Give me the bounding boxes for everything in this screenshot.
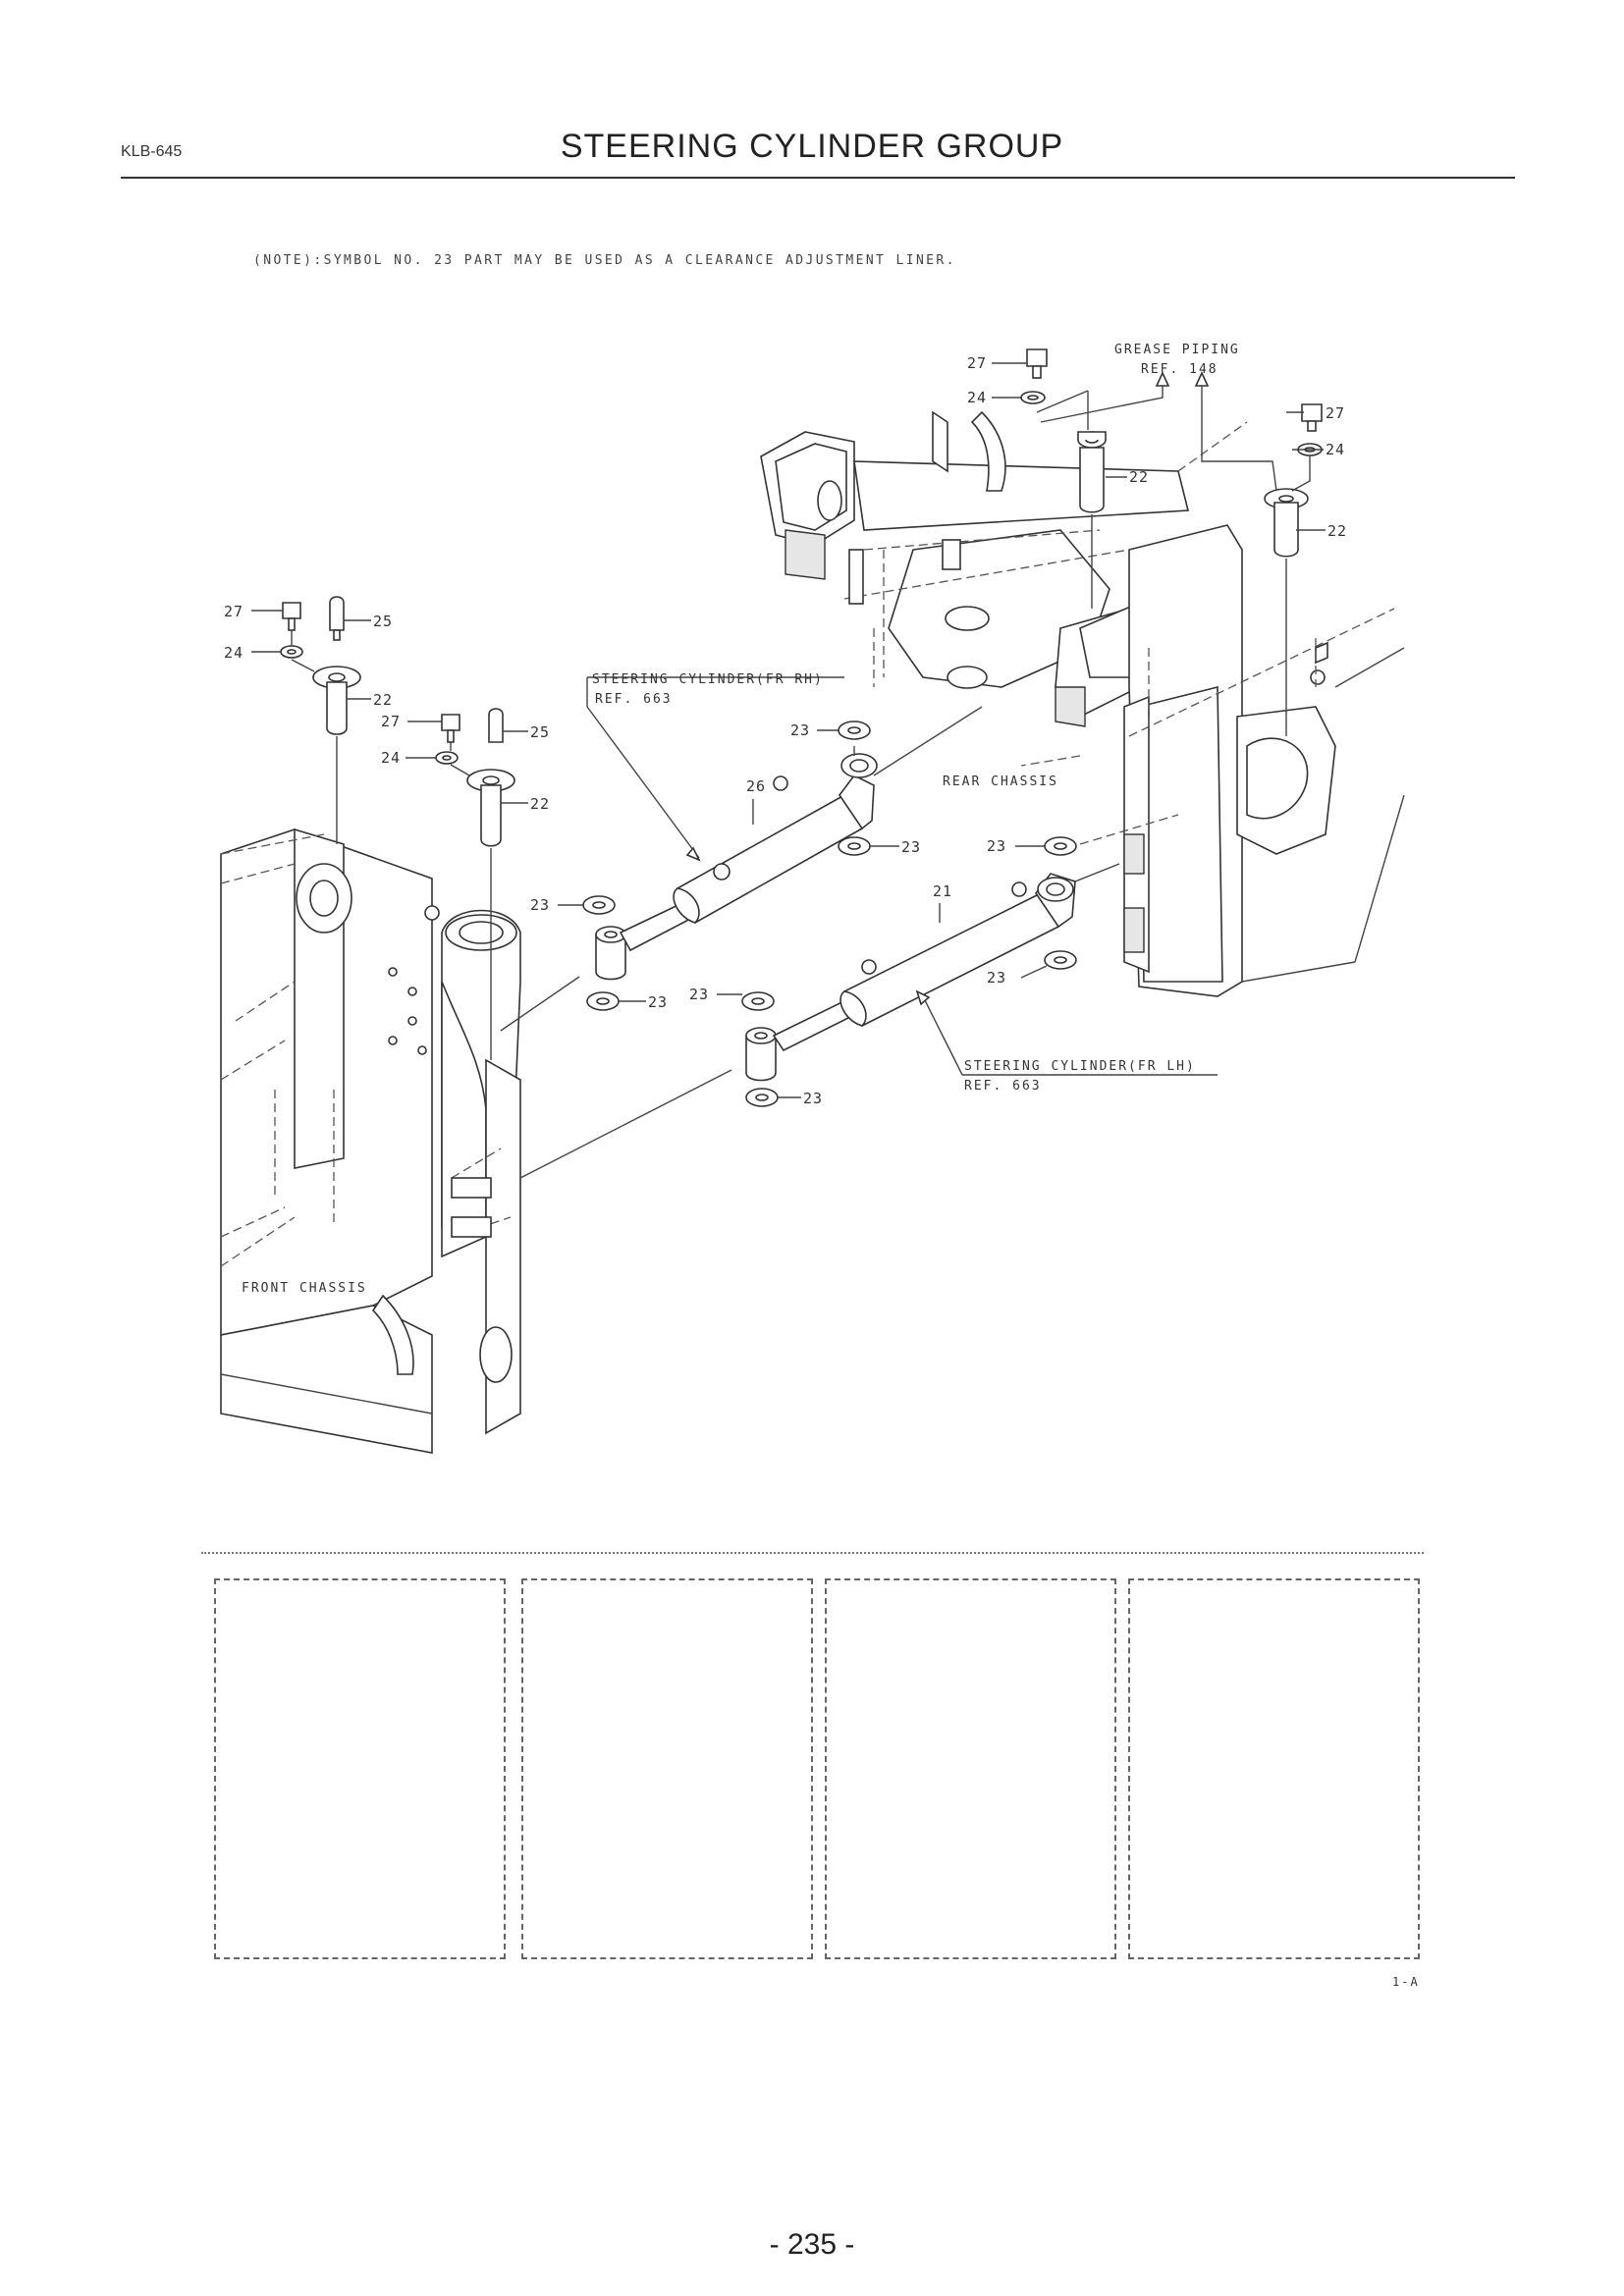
front-chassis-label: FRONT CHASSIS [242, 1281, 367, 1296]
page-number: - 235 - [769, 2228, 855, 2261]
part-22-label: 22 [1129, 468, 1149, 486]
table-divider [201, 1552, 1424, 1554]
rear-chassis-drawing [760, 410, 1405, 997]
part-24-label: 24 [967, 389, 987, 406]
steering-cylinder-rh [500, 706, 983, 1032]
grease-piping-label: GREASE PIPING [1114, 343, 1240, 357]
part-27-label: 27 [224, 603, 244, 620]
document-code: KLB-645 [121, 143, 183, 160]
part-25-label: 25 [373, 613, 393, 630]
parts-table-cell [521, 1578, 813, 1959]
parts-table-cell [1128, 1578, 1420, 1959]
part-22-label: 22 [373, 691, 393, 709]
cylinder-lh-label: STEERING CYLINDER(FR LH) [964, 1059, 1196, 1074]
part-22-label: 22 [530, 795, 550, 813]
grease-piping-ref: REF. 148 [1141, 362, 1218, 377]
part-23-label: 23 [987, 837, 1006, 855]
part-24-label: 24 [224, 644, 244, 662]
front-chassis-drawing [220, 828, 521, 1454]
part-26-label: 26 [746, 777, 766, 795]
page-title: STEERING CYLINDER GROUP [560, 128, 1064, 165]
cylinder-rh-label: STEERING CYLINDER(FR RH) [592, 672, 824, 687]
part-23-label: 23 [901, 838, 921, 856]
part-23-label: 23 [803, 1090, 823, 1107]
part-23-label: 23 [689, 986, 709, 1003]
cylinder-rh-ref: REF. 663 [595, 692, 673, 707]
leader-lines [251, 362, 1326, 1098]
part-24-label: 24 [381, 749, 401, 767]
rear-chassis-label: REAR CHASSIS [943, 774, 1058, 789]
clearance-note: (NOTE):SYMBOL NO. 23 PART MAY BE USED AS… [253, 253, 956, 268]
part-24-label: 24 [1326, 441, 1345, 458]
cylinder-lh-ref: REF. 663 [964, 1079, 1042, 1094]
parts-table-cell [214, 1578, 506, 1959]
part-27-label: 27 [381, 713, 401, 730]
diagram-labels: GREASE PIPING REF. 148 STEERING CYLINDER… [224, 343, 1347, 1296]
part-23-label: 23 [530, 896, 550, 914]
part-22-label: 22 [1327, 522, 1347, 540]
parts-table-cell [825, 1578, 1116, 1959]
rear-pin-hardware [1020, 348, 1323, 736]
part-25-label: 25 [530, 723, 550, 741]
part-21-label: 21 [933, 882, 952, 900]
table-code: 1-A [1392, 1975, 1420, 1989]
part-23-label: 23 [648, 993, 668, 1011]
part-27-label: 27 [1326, 404, 1345, 422]
steering-cylinder-lh [519, 836, 1120, 1179]
part-23-label: 23 [987, 969, 1006, 987]
front-pin-hardware [280, 596, 515, 1060]
part-27-label: 27 [967, 354, 987, 372]
title-divider [121, 177, 1515, 179]
part-23-label: 23 [790, 721, 810, 739]
